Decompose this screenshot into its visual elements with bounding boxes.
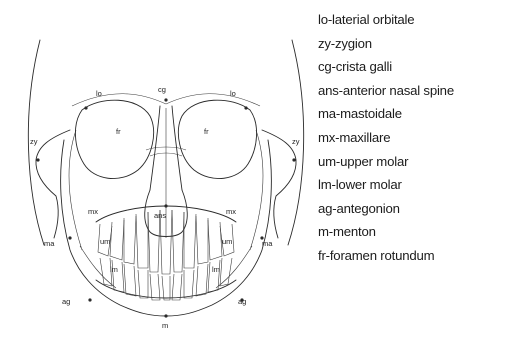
legend-item-lm: lm-lower molar bbox=[318, 173, 454, 197]
label-lm-right: lm bbox=[212, 265, 220, 274]
label-ma-right: ma bbox=[262, 239, 273, 248]
label-mx-right: mx bbox=[226, 207, 236, 216]
landmark-legend: lo-laterial orbitale zy-zygion cg-crista… bbox=[318, 8, 454, 268]
legend-item-um: um-upper molar bbox=[318, 150, 454, 174]
label-um-right: um bbox=[222, 237, 232, 246]
legend-item-ans: ans-anterior nasal spine bbox=[318, 79, 454, 103]
label-zy-left: zy bbox=[30, 137, 38, 146]
label-zy-right: zy bbox=[292, 137, 300, 146]
label-fr-right: fr bbox=[204, 127, 209, 136]
legend-item-ma: ma-mastoidale bbox=[318, 102, 454, 126]
label-ag-left: ag bbox=[62, 297, 70, 306]
label-ag-right: ag bbox=[238, 297, 246, 306]
legend-item-mx: mx-maxillare bbox=[318, 126, 454, 150]
label-ans: ans bbox=[154, 211, 166, 220]
label-fr-left: fr bbox=[116, 127, 121, 136]
orbit-right bbox=[178, 100, 256, 178]
legend-item-ag: ag-antegonion bbox=[318, 197, 454, 221]
label-ma-left: ma bbox=[44, 239, 55, 248]
label-cg: cg bbox=[158, 85, 166, 94]
label-lo-right: lo bbox=[230, 89, 236, 98]
legend-item-fr: fr-foramen rotundum bbox=[318, 244, 454, 268]
legend-item-zy: zy-zygion bbox=[318, 32, 454, 56]
label-um-left: um bbox=[100, 237, 110, 246]
legend-item-lo: lo-laterial orbitale bbox=[318, 8, 454, 32]
label-mx-left: mx bbox=[88, 207, 98, 216]
legend-item-cg: cg-crista galli bbox=[318, 55, 454, 79]
lower-arch bbox=[96, 280, 236, 298]
label-lm-left: lm bbox=[110, 265, 118, 274]
label-m: m bbox=[162, 321, 168, 330]
label-lo-left: lo bbox=[96, 89, 102, 98]
orbit-left bbox=[75, 100, 153, 178]
zygomatic-left bbox=[36, 130, 70, 238]
zygomatic-right bbox=[262, 130, 296, 238]
legend-item-m: m-menton bbox=[318, 220, 454, 244]
